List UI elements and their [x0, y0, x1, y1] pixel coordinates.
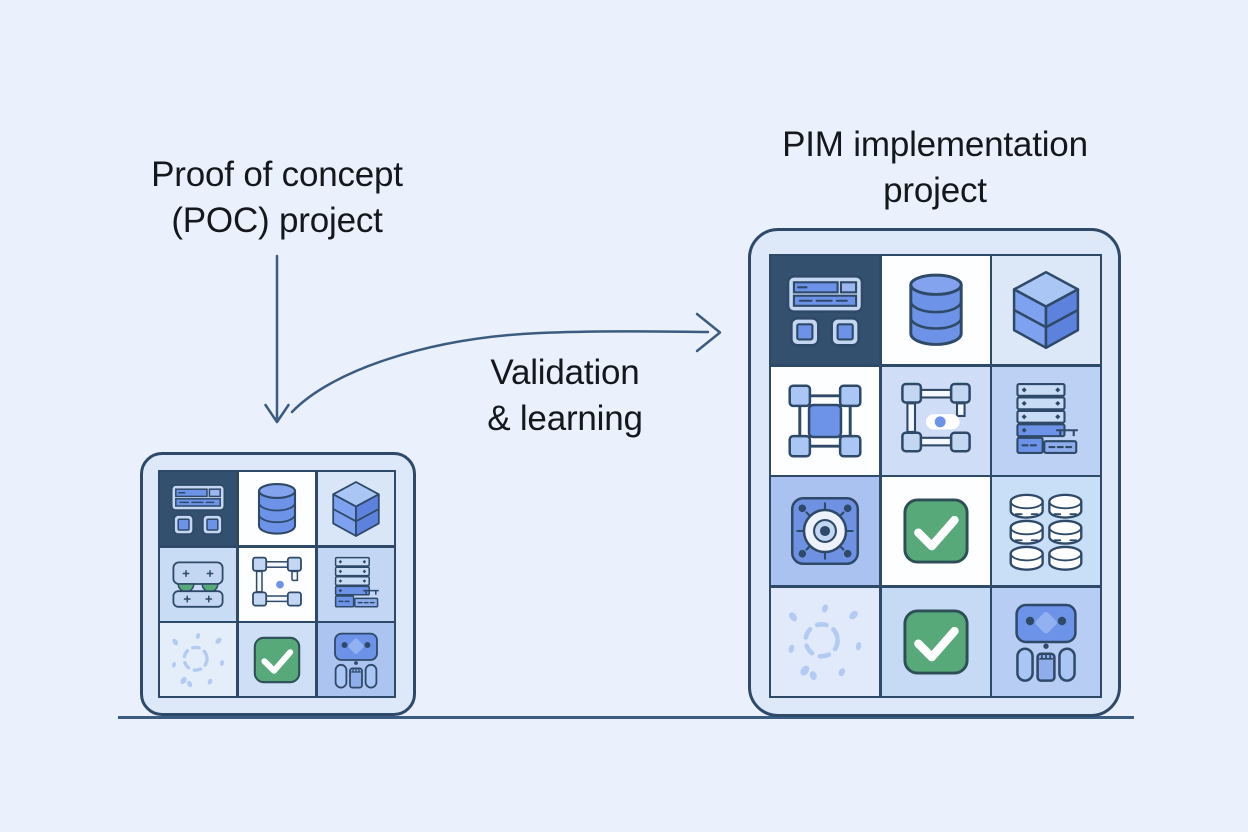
poc-cell-check-approved — [238, 623, 316, 696]
plus-panels-icon — [167, 554, 229, 614]
pim-cell-scatter-dots — [771, 587, 879, 696]
poc-box — [140, 452, 416, 716]
poc-cell-database — [238, 472, 316, 545]
control-panel-icon — [167, 479, 229, 539]
stacked-cube-icon — [325, 479, 387, 539]
scatter-dots-icon — [167, 630, 229, 690]
poc-cell-scatter-dots — [160, 623, 237, 696]
pim-cell-server-rack — [992, 366, 1100, 475]
poc-title-line1: Proof of concept — [151, 155, 403, 194]
arrow-label-line2: & learning — [487, 399, 643, 438]
database-icon — [246, 479, 308, 539]
pim-box — [748, 228, 1121, 717]
curved-arrow-head-icon — [695, 312, 722, 353]
selection-frame-toggle-icon — [893, 379, 979, 463]
control-panel-icon — [782, 268, 868, 352]
pim-grid — [769, 254, 1102, 698]
pim-cell-coin-stacks — [992, 477, 1100, 586]
poc-cell-control-panel — [160, 472, 237, 545]
curved-arrow-label: Validation & learning — [430, 350, 700, 442]
check-approved-icon — [893, 600, 979, 684]
database-icon — [893, 268, 979, 352]
arrow-label-line1: Validation — [490, 353, 640, 392]
stacked-cube-icon — [1003, 268, 1089, 352]
selection-frame-filled-icon — [782, 379, 868, 463]
pim-cell-selection-frame-toggle — [881, 366, 990, 475]
pim-cell-check-approved — [881, 477, 990, 586]
pim-title-line1: PIM implementation — [782, 125, 1088, 164]
poc-title-line2: (POC) project — [171, 201, 383, 240]
pim-cell-database — [881, 256, 990, 365]
poc-cell-selection-frame-toggle — [238, 547, 316, 621]
pim-cell-stacked-cube — [992, 256, 1100, 365]
check-approved-icon — [893, 489, 979, 573]
robot-icon — [1003, 600, 1089, 684]
pim-cell-control-panel — [771, 256, 879, 365]
robot-icon — [325, 630, 387, 690]
poc-cell-stacked-cube — [317, 472, 394, 545]
target-dial-icon — [782, 489, 868, 573]
scatter-dots-icon — [782, 600, 868, 684]
pim-cell-robot — [992, 587, 1100, 696]
poc-cell-plus-panels — [160, 547, 237, 621]
poc-cell-robot — [317, 623, 394, 696]
pim-cell-selection-frame-filled — [771, 366, 879, 475]
pim-title-line2: project — [883, 171, 987, 210]
down-arrow-head-icon — [264, 403, 290, 424]
poc-title: Proof of concept (POC) project — [87, 152, 467, 244]
pim-cell-check-approved-2 — [881, 587, 990, 696]
pim-cell-target-dial — [771, 477, 879, 586]
coin-stacks-icon — [1003, 489, 1089, 573]
poc-grid — [158, 470, 396, 698]
pim-title: PIM implementation project — [735, 122, 1135, 214]
selection-frame-toggle-icon — [246, 554, 308, 614]
poc-cell-server-rack — [317, 547, 394, 621]
server-rack-icon — [1003, 379, 1089, 463]
check-approved-icon — [246, 630, 308, 690]
server-rack-icon — [325, 554, 387, 614]
